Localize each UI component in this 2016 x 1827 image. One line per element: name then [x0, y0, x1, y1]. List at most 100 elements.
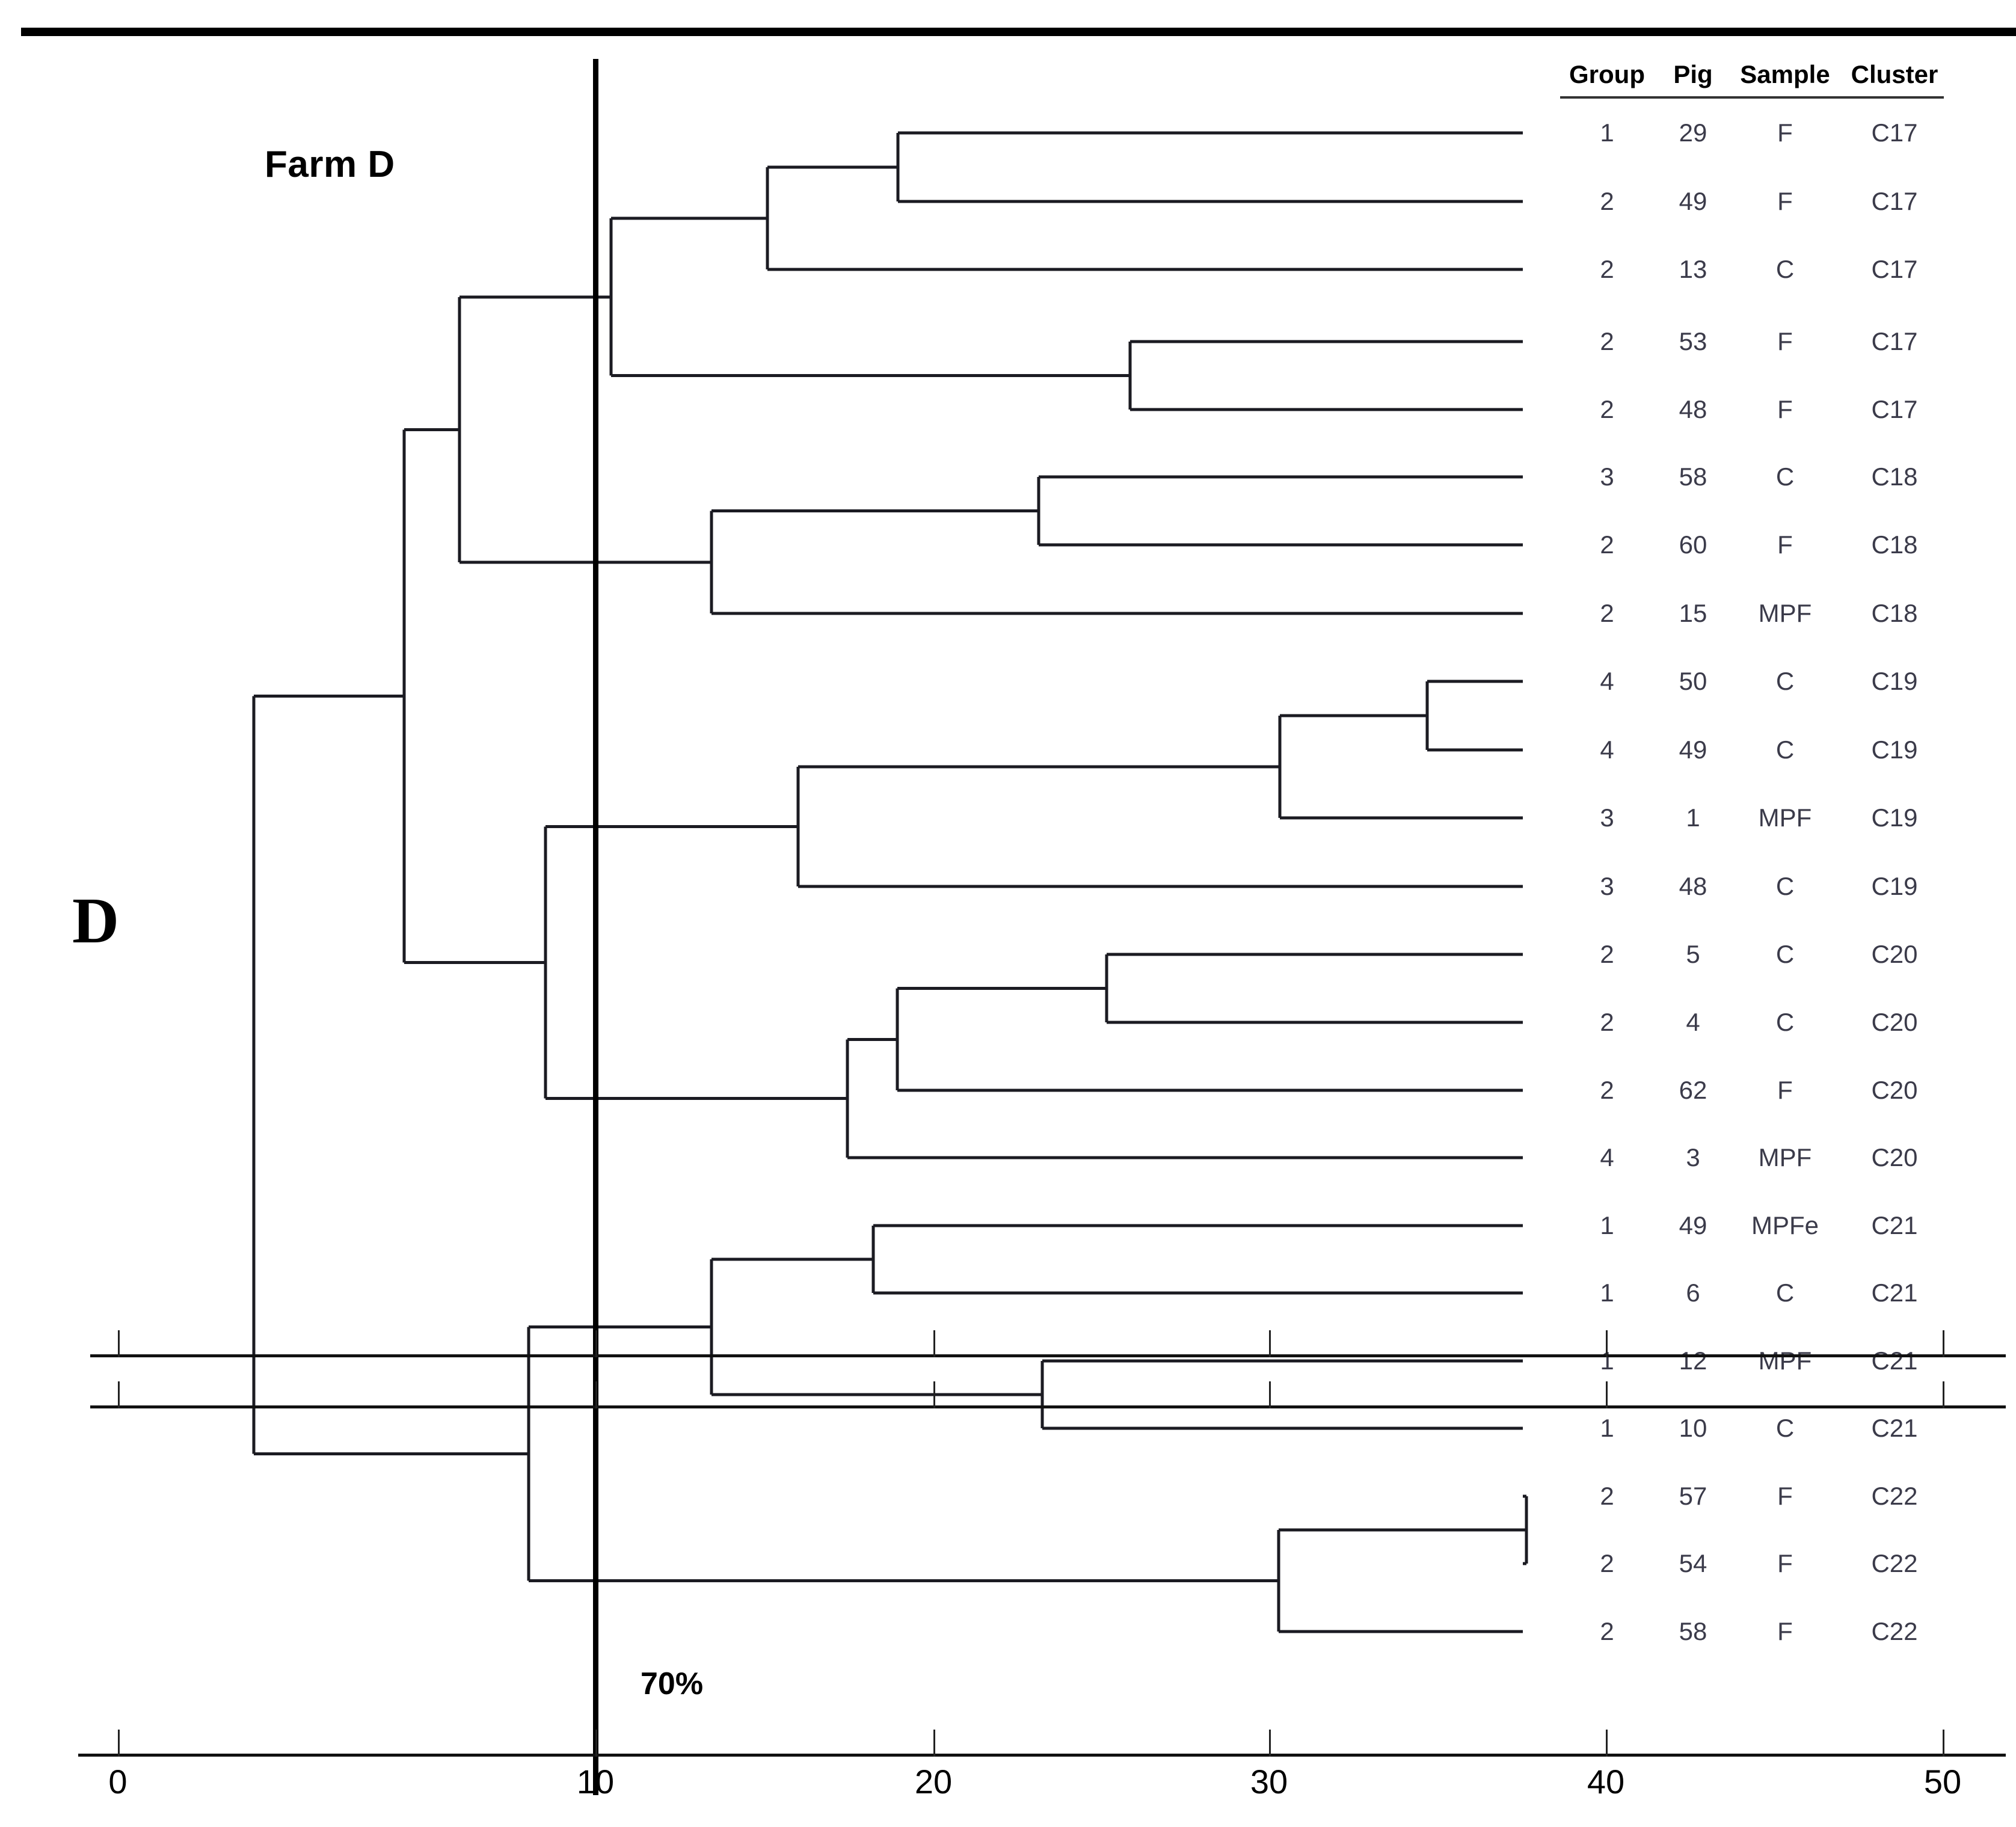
- table-cell-cluster: C20: [1871, 940, 1918, 968]
- axis-rule-bottom: [78, 1754, 2006, 1757]
- axis-tick: [1943, 1330, 1944, 1357]
- table-cell-group: 2: [1600, 1008, 1614, 1036]
- table-cell-pig: 58: [1679, 462, 1707, 491]
- table-cell-sample: C: [1775, 1008, 1795, 1036]
- table-cell-pig: 4: [1686, 1008, 1700, 1036]
- table-cell-sample: C: [1775, 462, 1795, 491]
- table-cell-pig: 49: [1679, 1211, 1707, 1239]
- table-cell-pig: 49: [1679, 735, 1707, 764]
- table-cell-pig: 3: [1686, 1143, 1700, 1171]
- table-cell-sample: C: [1775, 1279, 1795, 1307]
- table-cell-cluster: C17: [1871, 255, 1918, 283]
- table-cell-cluster: C22: [1871, 1482, 1918, 1510]
- axis-tick: [1269, 1730, 1271, 1757]
- table-header-group: Group: [1569, 60, 1645, 88]
- table-cell-group: 1: [1600, 1211, 1614, 1239]
- table-cell-group: 1: [1600, 118, 1614, 147]
- table-header-rule: [1560, 96, 1944, 99]
- table-cell-cluster: C20: [1871, 1008, 1918, 1036]
- axis-rule-lower: [90, 1405, 2006, 1408]
- table-cell-group: 1: [1600, 1346, 1614, 1375]
- table-cell-group: 2: [1600, 1549, 1614, 1577]
- axis-tick: [933, 1330, 935, 1357]
- table-cell-pig: 15: [1679, 599, 1707, 627]
- cut-threshold-label: 70%: [641, 1666, 704, 1701]
- table-cell-cluster: C17: [1871, 395, 1918, 423]
- table-cell-cluster: C19: [1871, 735, 1918, 764]
- panel-letter: D: [72, 885, 119, 957]
- axis-tick: [118, 1381, 120, 1408]
- table-cell-cluster: C17: [1871, 187, 1918, 215]
- axis-tick: [1606, 1381, 1608, 1408]
- table-cell-pig: 48: [1679, 395, 1707, 423]
- table-cell-sample: MPF: [1758, 1143, 1812, 1171]
- axis-tick: [1943, 1730, 1944, 1757]
- table-cell-group: 4: [1600, 735, 1614, 764]
- table-cell-pig: 12: [1679, 1346, 1707, 1375]
- table-cell-group: 3: [1600, 872, 1614, 900]
- table-cell-cluster: C19: [1871, 667, 1918, 695]
- axis-tick-label: 10: [576, 1763, 615, 1801]
- axis-tick: [1269, 1381, 1271, 1408]
- table-header-cluster: Cluster: [1851, 60, 1938, 88]
- table-cell-sample: C: [1775, 1414, 1795, 1442]
- table-cell-pig: 1: [1686, 803, 1700, 832]
- table-cell-sample: MPFe: [1751, 1211, 1819, 1239]
- axis-tick-label: 50: [1923, 1763, 1962, 1801]
- table-cell-group: 4: [1600, 1143, 1614, 1171]
- table-cell-group: 1: [1600, 1279, 1614, 1307]
- table-cell-cluster: C18: [1871, 530, 1918, 559]
- table-cell-cluster: C20: [1871, 1076, 1918, 1104]
- table-cell-pig: 48: [1679, 872, 1707, 900]
- table-cell-pig: 58: [1679, 1617, 1707, 1645]
- axis-rule-upper: [90, 1354, 2006, 1357]
- table-cell-sample: C: [1775, 255, 1795, 283]
- axis-tick: [1943, 1381, 1944, 1408]
- table-cell-sample: MPF: [1758, 599, 1812, 627]
- axis-tick: [595, 1330, 597, 1357]
- table-cell-group: 2: [1600, 1076, 1614, 1104]
- table-header-sample: Sample: [1740, 60, 1830, 88]
- table-cell-pig: 6: [1686, 1279, 1700, 1307]
- table-cell-sample: F: [1777, 1482, 1793, 1510]
- table-cell-group: 2: [1600, 187, 1614, 215]
- table-cell-group: 2: [1600, 1482, 1614, 1510]
- table-cell-pig: 13: [1679, 255, 1707, 283]
- axis-tick: [595, 1381, 597, 1408]
- table-cell-cluster: C22: [1871, 1617, 1918, 1645]
- axis-tick-label: 30: [1250, 1763, 1288, 1801]
- table-cell-sample: F: [1777, 530, 1793, 559]
- table-cell-cluster: C19: [1871, 803, 1918, 832]
- table-cell-cluster: C18: [1871, 599, 1918, 627]
- table-cell-group: 4: [1600, 667, 1614, 695]
- table-cell-group: 2: [1600, 395, 1614, 423]
- table-cell-pig: 29: [1679, 118, 1707, 147]
- table-cell-sample: F: [1777, 395, 1793, 423]
- axis-tick: [1269, 1330, 1271, 1357]
- table-cell-pig: 50: [1679, 667, 1707, 695]
- table-cell-group: 1: [1600, 1414, 1614, 1442]
- axis-tick: [118, 1330, 120, 1357]
- axis-tick: [933, 1381, 935, 1408]
- table-cell-sample: F: [1777, 1617, 1793, 1645]
- table-cell-group: 2: [1600, 327, 1614, 355]
- axis-tick-label: 20: [914, 1763, 953, 1801]
- axis-tick: [1606, 1730, 1608, 1757]
- table-cell-pig: 53: [1679, 327, 1707, 355]
- axis-tick-label: 40: [1587, 1763, 1625, 1801]
- table-cell-sample: C: [1775, 667, 1795, 695]
- table-cell-group: 2: [1600, 1617, 1614, 1645]
- farm-title: Farm D: [265, 144, 395, 185]
- table-cell-cluster: C19: [1871, 872, 1918, 900]
- table-cell-group: 2: [1600, 599, 1614, 627]
- axis-tick: [595, 1730, 597, 1757]
- table-cell-cluster: C18: [1871, 462, 1918, 491]
- axis-tick-label: 0: [108, 1763, 128, 1801]
- table-cell-pig: 54: [1679, 1549, 1707, 1577]
- axis-tick: [1606, 1330, 1608, 1357]
- table-cell-pig: 60: [1679, 530, 1707, 559]
- table-cell-sample: F: [1777, 187, 1793, 215]
- table-cell-group: 2: [1600, 255, 1614, 283]
